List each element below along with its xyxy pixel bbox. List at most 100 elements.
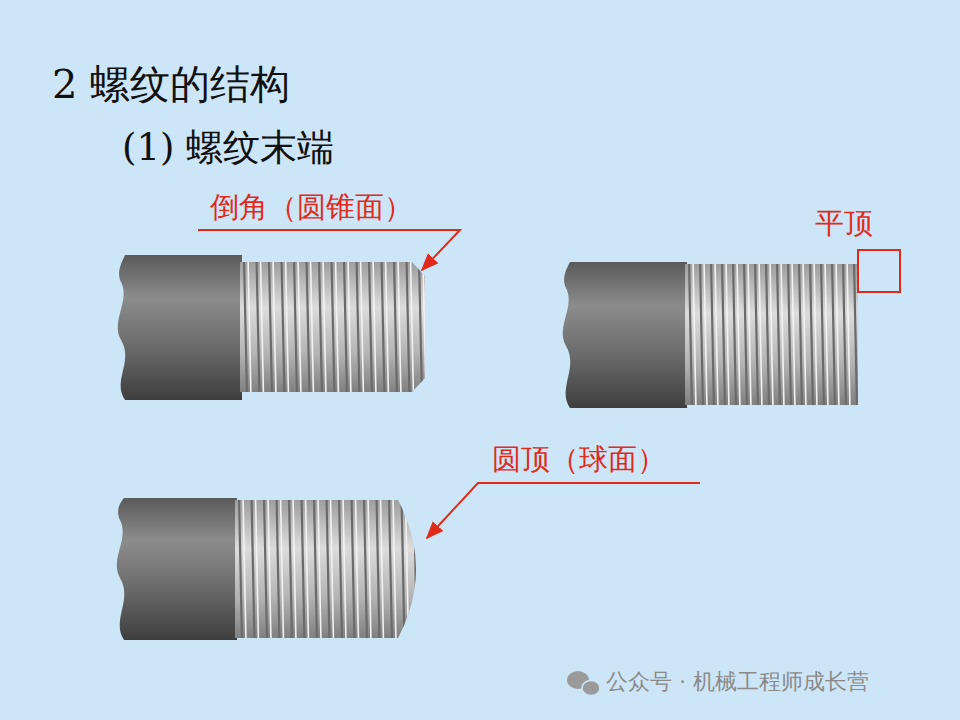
thread-root bbox=[282, 258, 285, 396]
thread-root bbox=[402, 496, 405, 642]
thread-crest bbox=[281, 496, 284, 642]
thread-root bbox=[269, 258, 272, 396]
thread-root bbox=[319, 258, 322, 396]
label-text: 倒角（圆锥面） bbox=[210, 192, 413, 224]
thread-root bbox=[854, 260, 857, 409]
thread-root bbox=[777, 260, 780, 409]
thread-root bbox=[382, 258, 385, 396]
thread-crest bbox=[398, 258, 401, 396]
thread-crest bbox=[356, 496, 359, 642]
leader-line bbox=[427, 483, 700, 538]
thread-root bbox=[407, 258, 410, 396]
thread-root bbox=[810, 260, 813, 409]
thread-crest bbox=[298, 258, 301, 396]
label-text: 圆顶（球面） bbox=[492, 444, 666, 476]
thread-crest bbox=[770, 260, 773, 409]
thread-crest bbox=[323, 258, 326, 396]
thread-root bbox=[755, 260, 758, 409]
thread-crest bbox=[406, 496, 409, 642]
thread-root bbox=[294, 258, 297, 396]
thread-root bbox=[327, 496, 330, 642]
thread-root bbox=[427, 496, 430, 642]
thread-crest bbox=[248, 258, 251, 396]
thread-crest bbox=[418, 496, 421, 642]
thread-root bbox=[332, 258, 335, 396]
thread-crest bbox=[704, 260, 707, 409]
wechat-icon bbox=[567, 671, 600, 696]
thread-crest bbox=[373, 258, 376, 396]
bolt-shank bbox=[563, 262, 687, 408]
thread-root bbox=[344, 258, 347, 396]
thread-crest bbox=[293, 496, 296, 642]
watermark: 公众号 · 机械工程师成长营 bbox=[606, 670, 869, 694]
thread-root bbox=[419, 258, 422, 396]
thread-root bbox=[722, 260, 725, 409]
thread-root bbox=[357, 258, 360, 396]
thread-crest bbox=[411, 258, 414, 396]
thread-crest bbox=[318, 496, 321, 642]
thread-root bbox=[394, 258, 397, 396]
thread-crest bbox=[286, 258, 289, 396]
bolt-shank bbox=[117, 498, 237, 640]
label-text: (1) 螺纹末端 bbox=[122, 128, 334, 169]
thread-crest bbox=[759, 260, 762, 409]
thread-crest bbox=[726, 260, 729, 409]
thread-crest bbox=[311, 258, 314, 396]
thread-crest bbox=[836, 260, 839, 409]
thread-root bbox=[843, 260, 846, 409]
thread-root bbox=[369, 258, 372, 396]
thread-crest bbox=[381, 496, 384, 642]
thread-crest bbox=[343, 496, 346, 642]
thread-root bbox=[689, 260, 692, 409]
thread-root bbox=[352, 496, 355, 642]
thread-root bbox=[302, 496, 305, 642]
thread-crest bbox=[268, 496, 271, 642]
thread-crest bbox=[361, 258, 364, 396]
thread-root bbox=[389, 496, 392, 642]
thread-root bbox=[264, 496, 267, 642]
thread-crest bbox=[261, 258, 264, 396]
slide-title: 2 螺纹的结构 bbox=[52, 62, 290, 106]
thread-root bbox=[277, 496, 280, 642]
thread-root bbox=[364, 496, 367, 642]
thread-crest bbox=[431, 496, 434, 642]
thread-crest bbox=[348, 258, 351, 396]
thread-crest bbox=[368, 496, 371, 642]
thread-root bbox=[244, 258, 247, 396]
thread-root bbox=[339, 496, 342, 642]
thread-root bbox=[821, 260, 824, 409]
highlight-box bbox=[858, 250, 900, 292]
thread-root bbox=[700, 260, 703, 409]
thread-root bbox=[414, 496, 417, 642]
thread-crest bbox=[256, 496, 259, 642]
thread-crest bbox=[847, 260, 850, 409]
thread-root bbox=[377, 496, 380, 642]
thread-crest bbox=[825, 260, 828, 409]
thread-crest bbox=[331, 496, 334, 642]
thread-root bbox=[788, 260, 791, 409]
thread-root bbox=[314, 496, 317, 642]
thread-crest bbox=[273, 258, 276, 396]
thread-crest bbox=[814, 260, 817, 409]
thread-crest bbox=[336, 258, 339, 396]
thread-root bbox=[289, 496, 292, 642]
thread-crest bbox=[423, 258, 426, 396]
thread-crest bbox=[737, 260, 740, 409]
thread-crest bbox=[393, 496, 396, 642]
thread-root bbox=[711, 260, 714, 409]
bolt-shank bbox=[118, 255, 242, 400]
thread-crest bbox=[792, 260, 795, 409]
thread-crest bbox=[243, 496, 246, 642]
thread-root bbox=[832, 260, 835, 409]
thread-root bbox=[307, 258, 310, 396]
thread-root bbox=[744, 260, 747, 409]
thread-root bbox=[252, 496, 255, 642]
thread-root bbox=[766, 260, 769, 409]
thread-crest bbox=[693, 260, 696, 409]
thread-crest bbox=[748, 260, 751, 409]
leader-line bbox=[198, 230, 460, 270]
thread-root bbox=[733, 260, 736, 409]
thread-crest bbox=[715, 260, 718, 409]
thread-crest bbox=[803, 260, 806, 409]
